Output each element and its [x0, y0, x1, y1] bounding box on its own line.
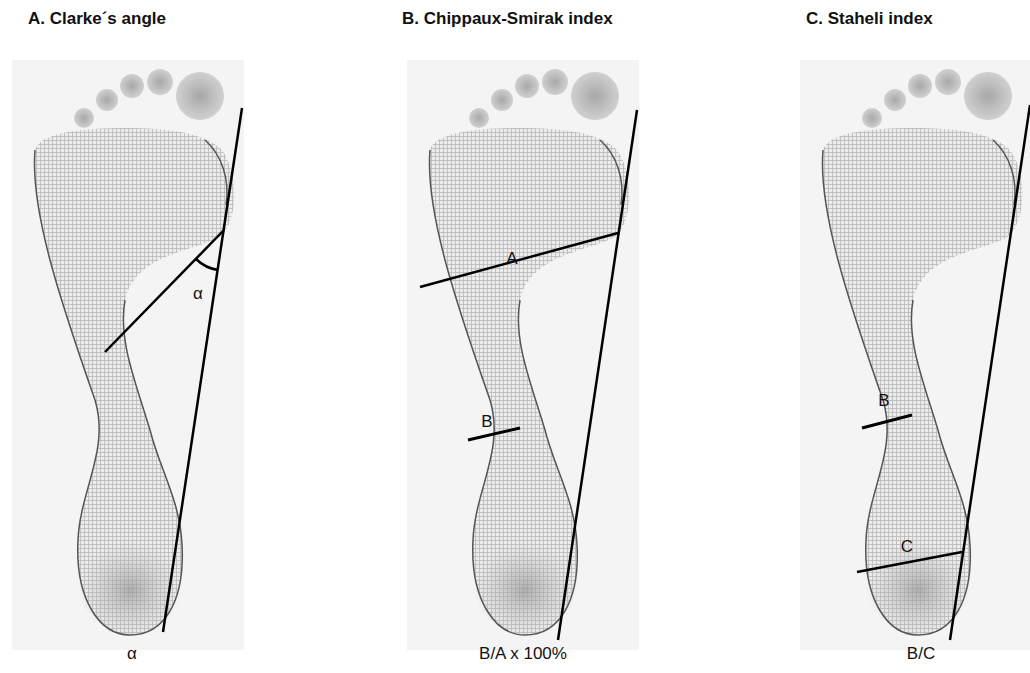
measure-label: C	[901, 538, 913, 557]
formula-text: B/C	[907, 645, 935, 664]
formula-text: B/A x 100%	[479, 645, 567, 664]
measure-label: B	[878, 392, 889, 411]
measure-label: A	[506, 250, 517, 269]
panel-title: A. Clarke´s angle	[28, 10, 166, 29]
measure-label: B	[481, 413, 492, 432]
formula-text: α	[127, 645, 137, 664]
angle-symbol: α	[193, 285, 203, 304]
panel-title: B. Chippaux-Smirak index	[402, 10, 613, 29]
panel-title: C. Staheli index	[806, 10, 933, 29]
